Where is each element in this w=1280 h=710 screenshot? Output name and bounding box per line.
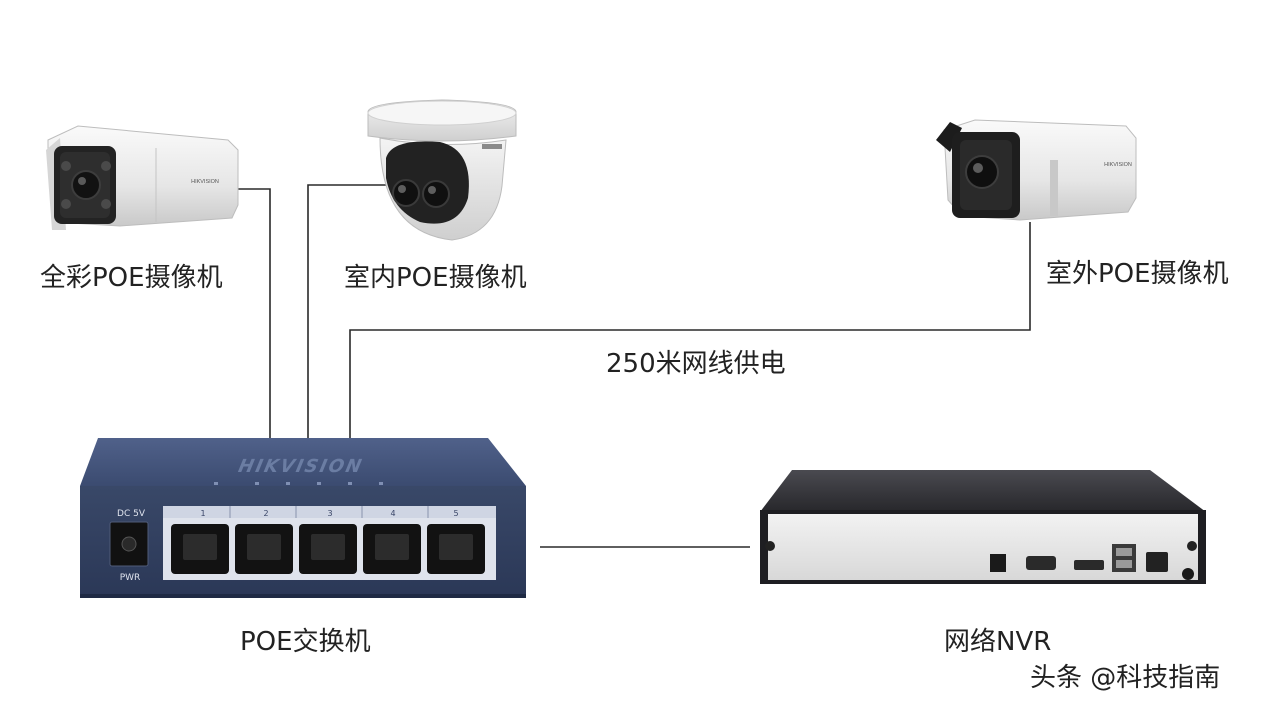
line-color-camera-to-switch	[238, 188, 271, 462]
watermark: 头条 @科技指南	[1030, 663, 1220, 693]
color-camera-brand-text: HIKVISION	[191, 179, 219, 185]
color-camera-label: 全彩POE摄像机	[40, 263, 223, 293]
connection-lines	[238, 184, 1031, 548]
indoor-camera-label: 室内POE摄像机	[344, 263, 527, 293]
switch-power-text: DC 5V	[117, 509, 146, 519]
nvr-power-port	[990, 554, 1006, 572]
indoor-camera	[367, 99, 517, 241]
line-indoor-camera-to-switch	[307, 184, 390, 462]
nvr-lan-port	[1146, 552, 1168, 572]
poe-switch-label: POE交换机	[240, 627, 371, 657]
switch-brand: HIKVISION	[236, 456, 365, 477]
cable-note: 250米网线供电	[606, 349, 786, 379]
outdoor-camera: HIKVISION	[936, 119, 1137, 221]
nvr-label: 网络NVR	[944, 627, 1051, 657]
outdoor-camera-brand-text: HIKVISION	[1104, 162, 1132, 168]
port-number-5: 5	[453, 509, 458, 518]
color-camera: HIKVISION	[46, 125, 239, 230]
switch-power-label: PWR	[120, 573, 141, 583]
port-number-1: 1	[200, 509, 205, 518]
outdoor-camera-label: 室外POE摄像机	[1046, 259, 1229, 289]
port-number-2: 2	[263, 509, 268, 518]
line-outdoor-camera-to-switch	[349, 222, 1031, 462]
port-number-3: 3	[327, 509, 332, 518]
poe-switch: HIKVISION DC 5V PWR 1 2 3 4 5	[80, 438, 526, 598]
port-number-4: 4	[390, 509, 395, 518]
nvr	[760, 470, 1206, 584]
switch-port-numbers: 1 2 3 4 5	[200, 509, 458, 518]
nvr-hdmi-port	[1074, 560, 1104, 570]
switch-led-row	[214, 482, 383, 485]
nvr-vga-port	[1026, 556, 1056, 570]
